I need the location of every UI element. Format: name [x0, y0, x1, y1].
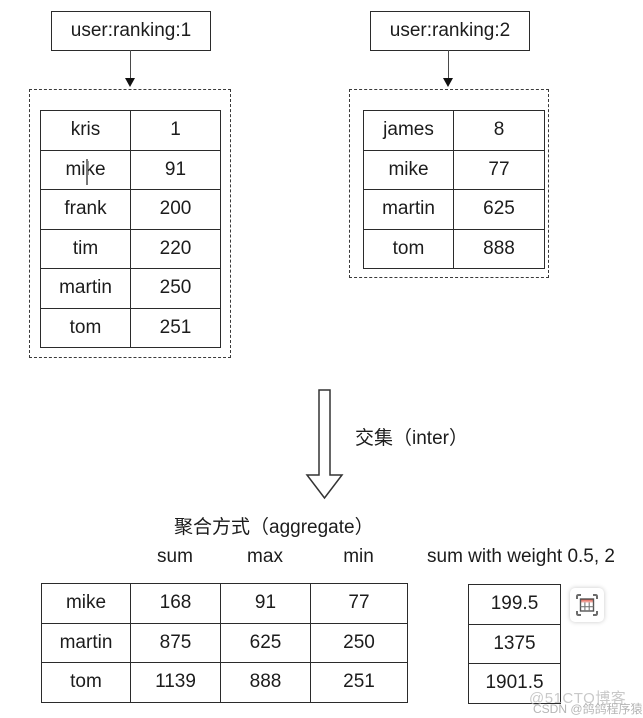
table-capture-button[interactable] [570, 588, 604, 622]
score-cell: 8 [453, 110, 545, 151]
weighted-value-cell: 199.5 [468, 584, 561, 625]
arrow-down-icon [443, 78, 453, 87]
zset-container-2 [349, 89, 549, 278]
zset-container-1 [29, 89, 231, 358]
member-cell: martin [363, 189, 454, 230]
score-cell: 1 [130, 110, 221, 151]
operation-label: 交集（inter） [355, 428, 468, 449]
key-label-box-2: user:ranking:2 [370, 11, 530, 51]
table-row: martin 625 [363, 189, 545, 230]
member-cell: tom [41, 662, 131, 703]
table-row: 1375 [468, 623, 561, 664]
table-row: mike 77 [363, 149, 545, 190]
table-row: kris 1 [40, 110, 221, 151]
member-cell: tim [40, 228, 131, 269]
member-cell: kris [40, 110, 131, 151]
score-cell: 250 [130, 268, 221, 309]
score-cell: 251 [130, 307, 221, 348]
sum-cell: 875 [130, 622, 221, 663]
table-row: 1901.5 [468, 663, 561, 704]
watermark-51cto: @51CTO博客 [529, 690, 627, 707]
member-cell: tom [363, 228, 454, 269]
table-row: tom 1139 888 251 [41, 662, 408, 703]
member-cell: tom [40, 307, 131, 348]
table-row: martin 250 [40, 268, 221, 309]
aggregate-title: 聚合方式（aggregate） [174, 517, 374, 538]
aggregate-table: mike 168 91 77 martin 875 625 250 tom 11… [41, 583, 408, 703]
member-label: mike [65, 159, 105, 180]
weighted-value-cell: 1901.5 [468, 663, 561, 704]
table-row: tom 888 [363, 228, 545, 269]
score-cell: 91 [130, 149, 221, 190]
inter-arrow [305, 389, 344, 500]
table-row: mike 168 91 77 [41, 583, 408, 624]
table-row: martin 875 625 250 [41, 622, 408, 663]
column-header-min: min [343, 546, 374, 567]
sum-cell: 1139 [130, 662, 221, 703]
score-cell: 220 [130, 228, 221, 269]
weighted-sum-label: sum with weight 0.5, 2 [427, 546, 615, 567]
min-cell: 77 [310, 583, 408, 624]
table-row: tim 220 [40, 228, 221, 269]
table-row: 199.5 [468, 584, 561, 625]
column-header-sum: sum [157, 546, 193, 567]
sorted-set-table-1: kris 1 mike 91 frank 200 tim 220 martin … [40, 110, 221, 348]
text-cursor [86, 158, 88, 185]
connector-line-1 [129, 50, 131, 79]
sum-cell: 168 [130, 583, 221, 624]
max-cell: 625 [220, 622, 311, 663]
min-cell: 250 [310, 622, 408, 663]
arrow-down-icon [125, 78, 135, 87]
connector-line-2 [447, 50, 449, 79]
max-cell: 91 [220, 583, 311, 624]
member-cell: mike [363, 149, 454, 190]
member-cell: james [363, 110, 454, 151]
watermark-csdn: CSDN @鸽鸽程序猿 [533, 702, 643, 716]
member-cell: martin [41, 622, 131, 663]
member-cell: mike [41, 583, 131, 624]
max-cell: 888 [220, 662, 311, 703]
weighted-value-cell: 1375 [468, 623, 561, 664]
member-cell: frank [40, 189, 131, 230]
table-capture-icon [576, 594, 598, 616]
sorted-set-table-2: james 8 mike 77 martin 625 tom 888 [363, 110, 545, 269]
table-row: frank 200 [40, 189, 221, 230]
table-row: mike 91 [40, 149, 221, 190]
score-cell: 77 [453, 149, 545, 190]
weighted-sum-table: 199.5 1375 1901.5 [468, 584, 561, 704]
member-cell: martin [40, 268, 131, 309]
score-cell: 200 [130, 189, 221, 230]
score-cell: 888 [453, 228, 545, 269]
table-row: tom 251 [40, 307, 221, 348]
min-cell: 251 [310, 662, 408, 703]
table-row: james 8 [363, 110, 545, 151]
score-cell: 625 [453, 189, 545, 230]
key-label-box-1: user:ranking:1 [51, 11, 211, 51]
member-cell: mike [40, 149, 131, 190]
column-header-max: max [247, 546, 283, 567]
